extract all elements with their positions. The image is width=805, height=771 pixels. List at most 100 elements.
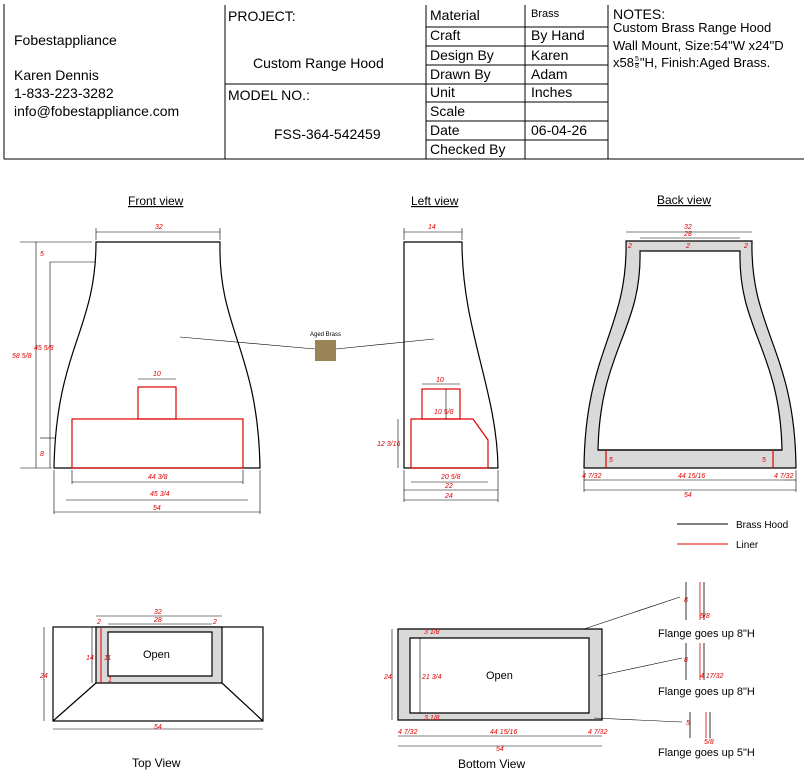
- back-dim-top2: 28: [683, 231, 692, 238]
- front-dim-liner-w: 44 3/8: [148, 474, 168, 481]
- top-view-title: Top View: [132, 756, 181, 770]
- aged-brass-label: Aged Brass: [310, 332, 341, 338]
- flange-detail-3: [689, 712, 711, 738]
- front-dim-body: 45 5/8: [34, 345, 54, 352]
- left-dim-bot1: 20 5/8: [440, 474, 461, 481]
- drawing-sheet: Front view Left view Back view 32 5 58 5…: [12, 193, 797, 771]
- back-dim-side-m: 2: [685, 243, 690, 250]
- flange-1-dim-b: 5/8: [700, 613, 710, 620]
- row-drawn-label: Drawn By: [430, 66, 491, 82]
- top-dim-d1: 14: [86, 655, 94, 662]
- title-block-grid: [3, 4, 804, 160]
- front-view-title: Front view: [128, 194, 184, 208]
- back-dim-top1: 32: [684, 224, 692, 231]
- notes-line-3-post: "H, Finish:Aged Brass.: [639, 55, 771, 70]
- row-material-label: Material: [430, 7, 480, 23]
- back-view-hood: [583, 240, 797, 469]
- top-view-outline: [52, 626, 264, 722]
- flange-3-dim-b: 5/8: [704, 739, 714, 746]
- contact-phone: 1-833-223-3282: [14, 85, 114, 101]
- flange-detail-2: [685, 643, 705, 680]
- row-material-value: Brass: [531, 8, 560, 20]
- company-name: Fobestappliance: [14, 32, 117, 48]
- legend-hood-label: Brass Hood: [736, 520, 788, 531]
- flange-leaders: [583, 596, 683, 723]
- back-view-liner: [605, 450, 774, 468]
- row-unit-value: Inches: [531, 84, 573, 100]
- top-dim-d2: 11: [104, 655, 111, 662]
- bottom-dim-l: 4 7/32: [398, 729, 418, 736]
- back-dim-in-r: 5: [762, 457, 766, 464]
- swatch-leader-right: [335, 338, 435, 350]
- flange-2-dim-a: 8: [684, 657, 688, 664]
- left-dim-liner-top: 10: [436, 377, 444, 384]
- flange-1-dim-a: 8: [684, 597, 688, 604]
- flange-1-label: Flange goes up 8"H: [658, 628, 755, 640]
- back-dim-bot-m: 44 15/16: [678, 473, 705, 480]
- top-dim-s1: 2: [96, 619, 101, 626]
- front-dim-left-top: 5: [40, 251, 44, 258]
- project-value: Custom Range Hood: [253, 55, 384, 71]
- left-dim-liner-h2: 12 3/16: [377, 441, 400, 448]
- top-dim-h: 24: [39, 673, 48, 680]
- top-dim-top1: 32: [154, 609, 162, 616]
- front-view-dimensions: [20, 228, 261, 514]
- contact-name: Karen Dennis: [14, 67, 99, 83]
- legend-liner-label: Liner: [736, 540, 759, 551]
- bottom-dim-m: 44 15/16: [490, 729, 517, 736]
- back-view-dimensions: [583, 231, 797, 492]
- front-dim-liner-top: 10: [153, 371, 161, 378]
- bottom-dim-d: 24: [383, 674, 392, 681]
- left-view-title: Left view: [411, 194, 459, 208]
- left-dim-bot2: 22: [444, 483, 453, 490]
- row-craft-value: By Hand: [531, 27, 585, 43]
- bottom-view-title: Bottom View: [458, 757, 525, 771]
- flange-detail-1: [685, 582, 705, 620]
- bottom-dim-b1: 3 1/8: [424, 715, 440, 722]
- row-craft-label: Craft: [430, 27, 461, 43]
- row-design-value: Karen: [531, 47, 569, 63]
- row-scale-label: Scale: [430, 103, 466, 119]
- row-checked-label: Checked By: [430, 141, 506, 157]
- bottom-dim-w: 54: [496, 746, 504, 753]
- top-view-dimensions: [43, 615, 263, 730]
- top-dim-w: 54: [154, 724, 162, 731]
- back-dim-bot: 54: [684, 492, 692, 499]
- row-unit-label: Unit: [430, 84, 455, 100]
- front-dim-top: 32: [155, 224, 163, 231]
- left-dim-bot3: 24: [444, 493, 453, 500]
- left-dim-top: 14: [428, 224, 436, 231]
- flange-3-dim-a: 5: [686, 720, 690, 727]
- back-dim-bot-l: 4 7/32: [582, 473, 602, 480]
- back-view-title: Back view: [657, 193, 711, 207]
- front-view-hood: [53, 241, 261, 469]
- bottom-dim-r: 4 7/32: [588, 729, 608, 736]
- bottom-dim-t1: 3 1/8: [424, 629, 440, 636]
- project-label: PROJECT:: [228, 8, 296, 24]
- top-dim-top2: 28: [153, 617, 162, 624]
- top-dim-d3: 1: [108, 677, 112, 684]
- row-drawn-value: Adam: [531, 66, 568, 82]
- front-dim-w2: 45 3/4: [150, 491, 170, 498]
- front-dim-total: 58 5/8: [12, 353, 32, 360]
- notes-line-2: Wall Mount, Size:54"W x24"D: [613, 38, 784, 53]
- left-view-dimensions: [397, 228, 499, 502]
- row-date-value: 06-04-26: [531, 122, 588, 138]
- top-dim-s2: 2: [212, 619, 217, 626]
- back-dim-side-r: 2: [743, 243, 748, 250]
- notes-line-1: Custom Brass Range Hood: [613, 20, 772, 35]
- row-design-label: Design By: [430, 47, 494, 63]
- contact-email: info@fobestappliance.com: [14, 103, 180, 119]
- back-dim-bot-r: 4 7/32: [774, 473, 794, 480]
- bottom-view-dimensions: [391, 629, 602, 747]
- bottom-dim-d2: 21 3/4: [421, 674, 442, 681]
- model-value: FSS-364-542459: [274, 126, 381, 142]
- flange-3-label: Flange goes up 5"H: [658, 747, 755, 759]
- left-dim-liner-h1: 10 5/8: [434, 409, 454, 416]
- front-dim-w3: 54: [153, 505, 161, 512]
- bottom-view-outline: [397, 628, 603, 721]
- model-label: MODEL NO.:: [228, 87, 310, 103]
- notes-label: NOTES:: [613, 6, 666, 22]
- flange-2-label: Flange goes up 8"H: [658, 686, 755, 698]
